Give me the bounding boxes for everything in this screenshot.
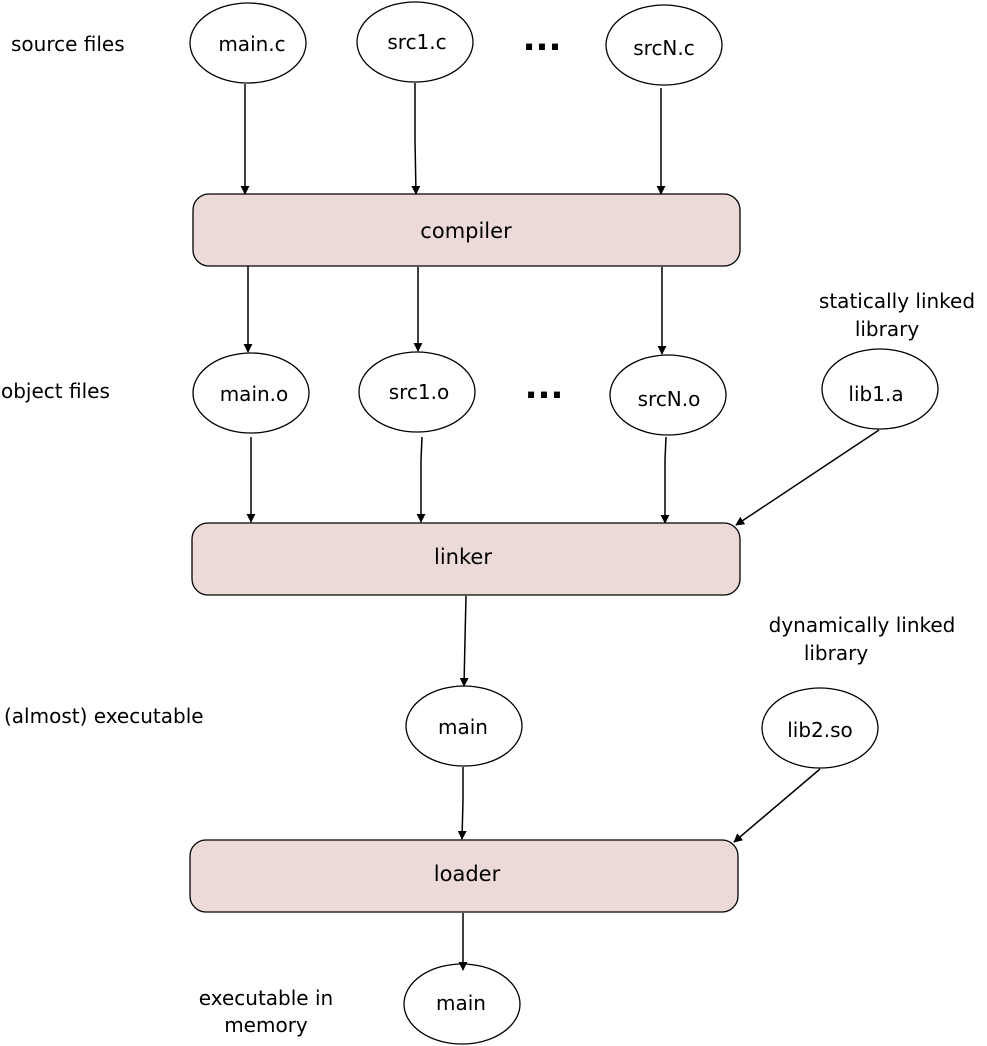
executable-in-memory-label-line2: memory bbox=[224, 1013, 308, 1037]
object-files-label: object files bbox=[1, 379, 110, 403]
executable-in-memory-label-line1: executable in bbox=[199, 986, 333, 1010]
object-node-srcN: srcN.o bbox=[609, 354, 727, 436]
edge-src1-c-to-compiler bbox=[411, 83, 421, 195]
edge-linker-to-executable bbox=[459, 595, 469, 687]
object-node-srcN-label: srcN.o bbox=[638, 387, 701, 411]
edge-executable-to-loader bbox=[457, 767, 467, 840]
source-node-main-label: main.c bbox=[218, 32, 285, 56]
source-node-src1: src1.c bbox=[356, 1, 474, 83]
executable-node-label: main bbox=[438, 715, 488, 739]
source-node-srcN-label: srcN.c bbox=[633, 36, 695, 60]
memory-executable-node-label: main bbox=[436, 991, 486, 1015]
static-library-node: lib1.a bbox=[821, 348, 939, 430]
dynamic-library-caption-line1: dynamically linked bbox=[769, 613, 956, 637]
static-library-caption-line1: statically linked bbox=[819, 289, 975, 313]
source-node-src1-label: src1.c bbox=[387, 30, 446, 54]
compiler-label: compiler bbox=[420, 219, 512, 243]
source-files-label: source files bbox=[11, 32, 125, 56]
almost-executable-label: (almost) executable bbox=[4, 704, 204, 728]
object-node-src1-label: src1.o bbox=[389, 380, 450, 404]
executable-node: main bbox=[405, 685, 523, 767]
loader-label: loader bbox=[434, 862, 501, 886]
edge-src1-o-to-linker bbox=[416, 436, 426, 523]
source-ellipsis: ... bbox=[523, 19, 562, 59]
dynamic-library-node: lib2.so bbox=[761, 687, 879, 769]
dynamic-library-label: lib2.so bbox=[787, 718, 853, 742]
dynamic-library-caption-line2: library bbox=[804, 641, 869, 665]
source-node-srcN: srcN.c bbox=[605, 4, 723, 86]
memory-executable-node: main bbox=[403, 963, 521, 1045]
edge-srcN-o-to-linker bbox=[660, 436, 670, 524]
static-library-label: lib1.a bbox=[848, 382, 903, 406]
static-library-caption-line2: library bbox=[855, 317, 920, 341]
loader-box: loader bbox=[189, 839, 739, 913]
linker-box: linker bbox=[191, 522, 741, 596]
object-node-src1: src1.o bbox=[358, 351, 476, 433]
object-node-main: main.o bbox=[192, 352, 310, 434]
source-node-main: main.c bbox=[189, 2, 307, 84]
edge-lib2-so-to-loader bbox=[733, 768, 821, 843]
object-node-main-label: main.o bbox=[220, 382, 289, 406]
linker-label: linker bbox=[434, 545, 492, 569]
compiler-box: compiler bbox=[192, 193, 741, 267]
edge-lib1-a-to-linker bbox=[735, 429, 880, 526]
object-ellipsis: ... bbox=[525, 367, 564, 407]
